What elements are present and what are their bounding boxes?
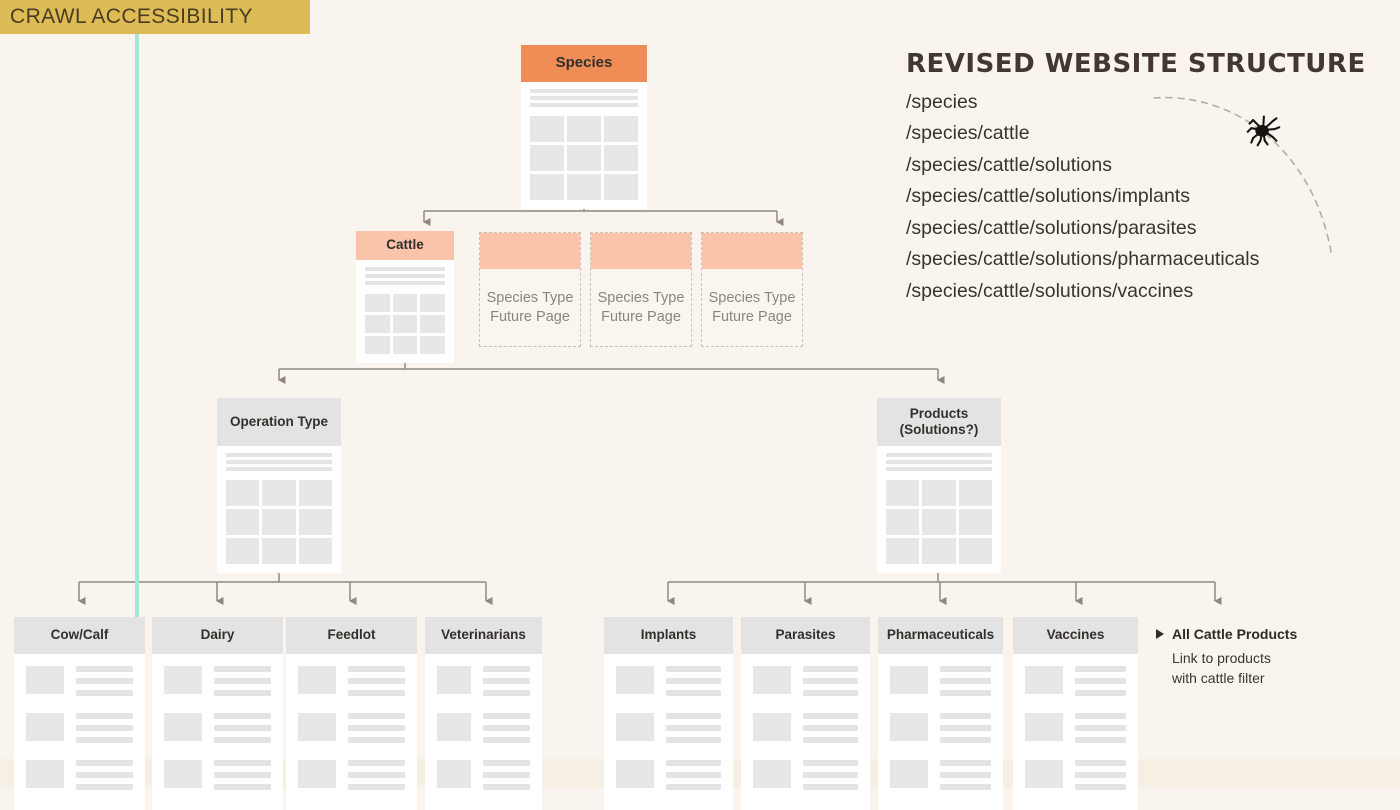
skeleton-list <box>1013 654 1138 810</box>
node-veterinarians[interactable]: Veterinarians <box>425 617 542 810</box>
node-feedlot[interactable]: Feedlot <box>286 617 417 810</box>
skeleton-row <box>1025 666 1126 702</box>
node-species-preview <box>521 82 647 209</box>
skeleton-lines <box>356 260 454 291</box>
future-page-label: Species Type Future Page <box>597 290 685 325</box>
url-item[interactable]: /species/cattle/solutions/pharmaceutical… <box>906 248 1260 270</box>
skeleton-row <box>616 713 721 749</box>
future-page-header <box>480 233 580 269</box>
node-cow-calf-preview <box>14 654 145 810</box>
node-feedlot-preview <box>286 654 417 810</box>
skeleton-row <box>616 760 721 796</box>
node-operation-type-preview <box>217 446 341 573</box>
url-item[interactable]: /species <box>906 90 978 113</box>
node-parasites-header: Parasites <box>741 617 870 654</box>
future-page-label: Species Type Future Page <box>708 290 796 325</box>
node-vaccines-preview <box>1013 654 1138 810</box>
crawl-guide-line <box>135 0 139 787</box>
node-veterinarians-header: Veterinarians <box>425 617 542 654</box>
skeleton-row <box>298 713 405 749</box>
node-implants-header: Implants <box>604 617 733 654</box>
node-species-type-future-2[interactable]: Species Type Future Page <box>590 232 692 347</box>
node-vaccines[interactable]: Vaccines <box>1013 617 1138 810</box>
skeleton-grid <box>877 477 1001 573</box>
skeleton-grid <box>356 291 454 363</box>
node-parasites[interactable]: Parasites <box>741 617 870 810</box>
node-products-header: Products (Solutions?) <box>877 398 1001 446</box>
skeleton-row <box>890 666 991 702</box>
skeleton-row <box>26 760 133 796</box>
skeleton-row <box>753 760 858 796</box>
node-cattle-header: Cattle <box>356 231 454 260</box>
skeleton-lines <box>877 446 1001 477</box>
skeleton-lines <box>521 82 647 113</box>
node-vaccines-header: Vaccines <box>1013 617 1138 654</box>
banner-label: CRAWL ACCESSIBILITY <box>10 5 253 28</box>
node-species[interactable]: Species <box>521 45 647 209</box>
node-implants-preview <box>604 654 733 810</box>
node-operation-type[interactable]: Operation Type <box>217 398 341 573</box>
skeleton-row <box>1025 713 1126 749</box>
url-item[interactable]: /species/cattle/solutions/parasites <box>906 216 1197 239</box>
skeleton-row <box>753 666 858 702</box>
node-dairy[interactable]: Dairy <box>152 617 283 810</box>
skeleton-row <box>164 713 271 749</box>
note-description: Link to products with cattle filter <box>1172 648 1356 688</box>
note-line-1: Link to products <box>1172 650 1271 666</box>
node-operation-type-header: Operation Type <box>217 398 341 446</box>
skeleton-row <box>890 760 991 796</box>
skeleton-row <box>298 760 405 796</box>
node-cattle-preview <box>356 260 454 363</box>
skeleton-row <box>298 666 405 702</box>
url-list: /species /species/cattle /species/cattle… <box>906 87 1376 308</box>
future-page-header <box>702 233 802 269</box>
skeleton-row <box>437 713 530 749</box>
triangle-bullet-icon <box>1156 629 1164 639</box>
skeleton-row <box>616 666 721 702</box>
skeleton-row <box>1025 760 1126 796</box>
note-title-row: All Cattle Products <box>1156 626 1356 642</box>
node-pharmaceuticals-header: Pharmaceuticals <box>878 617 1003 654</box>
skeleton-lines <box>217 446 341 477</box>
skeleton-row <box>437 666 530 702</box>
skeleton-grid <box>217 477 341 573</box>
revised-structure-panel: REVISED WEBSITE STRUCTURE /species /spec… <box>906 48 1376 307</box>
panel-title: REVISED WEBSITE STRUCTURE <box>906 49 1366 79</box>
skeleton-row <box>890 713 991 749</box>
crawl-accessibility-banner: CRAWL ACCESSIBILITY <box>0 0 310 34</box>
node-dairy-preview <box>152 654 283 810</box>
node-species-type-future-3[interactable]: Species Type Future Page <box>701 232 803 347</box>
note-line-2: with cattle filter <box>1172 670 1265 686</box>
url-item[interactable]: /species/cattle <box>906 122 1030 144</box>
node-products[interactable]: Products (Solutions?) <box>877 398 1001 573</box>
node-pharmaceuticals[interactable]: Pharmaceuticals <box>878 617 1003 810</box>
node-cow-calf[interactable]: Cow/Calf <box>14 617 145 810</box>
skeleton-grid <box>521 113 647 209</box>
node-cattle[interactable]: Cattle <box>356 231 454 363</box>
node-dairy-header: Dairy <box>152 617 283 654</box>
skeleton-row <box>26 666 133 702</box>
future-page-label: Species Type Future Page <box>486 290 574 325</box>
note-title-label: All Cattle Products <box>1172 626 1298 642</box>
skeleton-row <box>26 713 133 749</box>
skeleton-row <box>753 713 858 749</box>
skeleton-list <box>741 654 870 810</box>
skeleton-row <box>164 666 271 702</box>
skeleton-row <box>437 760 530 796</box>
skeleton-row <box>164 760 271 796</box>
node-cow-calf-header: Cow/Calf <box>14 617 145 654</box>
node-species-header: Species <box>521 45 647 82</box>
all-cattle-products-note: All Cattle Products Link to products wit… <box>1156 626 1356 688</box>
node-feedlot-header: Feedlot <box>286 617 417 654</box>
node-implants[interactable]: Implants <box>604 617 733 810</box>
spider-icon <box>1246 115 1281 147</box>
url-item[interactable]: /species/cattle/solutions <box>906 153 1112 176</box>
url-item[interactable]: /species/cattle/solutions/vaccines <box>906 279 1194 302</box>
node-products-preview <box>877 446 1001 573</box>
node-parasites-preview <box>741 654 870 810</box>
node-species-type-future-1[interactable]: Species Type Future Page <box>479 232 581 347</box>
future-page-header <box>591 233 691 269</box>
url-item[interactable]: /species/cattle/solutions/implants <box>906 185 1190 207</box>
